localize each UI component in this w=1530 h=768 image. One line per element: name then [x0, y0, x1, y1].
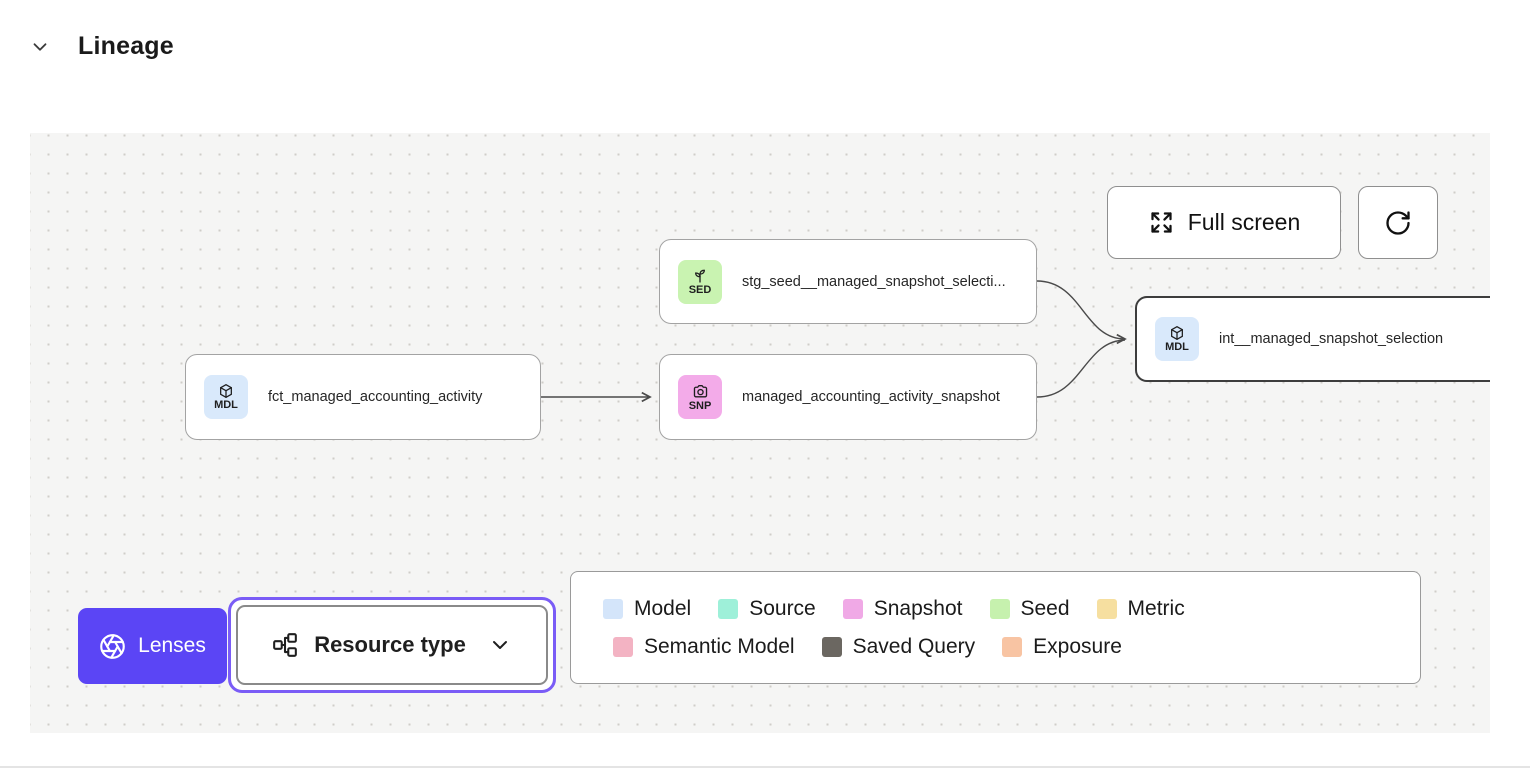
legend-item-seed: Seed	[989, 597, 1070, 621]
legend-panel: Model Source Snapshot Seed Metric	[570, 571, 1421, 684]
chevron-down-icon	[488, 633, 512, 657]
node-stg-seed-managed-snapshot-selection[interactable]: SED stg_seed__managed_snapshot_selecti..…	[659, 239, 1037, 324]
snapshot-swatch	[842, 598, 863, 619]
cube-icon	[220, 384, 232, 398]
seed-badge: SED	[678, 259, 722, 304]
resource-type-dropdown[interactable]: Resource type	[236, 605, 548, 685]
aperture-icon	[100, 633, 125, 659]
node-label: int__managed_snapshot_selection	[1219, 331, 1444, 347]
expand-icon	[1151, 212, 1172, 233]
metric-swatch	[1096, 598, 1117, 619]
saved-query-swatch	[821, 636, 842, 657]
badge-code: MDL	[1165, 341, 1189, 353]
refresh-icon	[1386, 210, 1410, 235]
resource-type-label: Resource type	[314, 632, 466, 657]
exposure-swatch	[1002, 636, 1023, 657]
lineage-canvas[interactable]: Full screen SED stg_seed__managed_snapsh…	[30, 133, 1490, 733]
legend-item-model: Model	[603, 597, 691, 621]
node-fct-managed-accounting-activity[interactable]: MDL fct_managed_accounting_activity	[185, 354, 541, 440]
badge-code: SED	[688, 283, 712, 296]
lenses-label: Lenses	[138, 634, 206, 657]
page-title: Lineage	[78, 32, 174, 60]
bottom-divider	[0, 766, 1530, 768]
legend-item-snapshot: Snapshot	[842, 597, 963, 621]
legend-item-saved-query: Saved Query	[821, 635, 975, 659]
model-badge: MDL	[204, 375, 248, 419]
badge-code: MDL	[214, 399, 238, 411]
node-label: stg_seed__managed_snapshot_selecti...	[742, 273, 1006, 290]
node-int-managed-snapshot-selection[interactable]: MDL int__managed_snapshot_selection	[1135, 296, 1490, 382]
lineage-section-header: Lineage	[28, 32, 174, 61]
sprout-icon	[695, 269, 705, 283]
legend-item-metric: Metric	[1096, 597, 1185, 621]
legend-item-exposure: Exposure	[1002, 635, 1122, 659]
cube-icon	[1171, 326, 1183, 340]
hierarchy-icon	[273, 633, 298, 657]
node-label: managed_accounting_activity_snapshot	[742, 389, 1000, 405]
camera-icon	[693, 384, 707, 397]
badge-code: SNP	[688, 399, 712, 412]
lenses-button[interactable]: Lenses	[78, 608, 227, 684]
model-badge: MDL	[1155, 317, 1199, 361]
legend-item-semantic-model: Semantic Model	[613, 635, 795, 659]
node-managed-accounting-activity-snapshot[interactable]: SNP managed_accounting_activity_snapshot	[659, 354, 1037, 440]
source-swatch	[718, 598, 739, 619]
collapse-chevron-icon[interactable]	[28, 35, 52, 59]
legend-row-1: Model Source Snapshot Seed Metric	[603, 597, 1420, 621]
node-label: fct_managed_accounting_activity	[268, 389, 483, 405]
full-screen-label: Full screen	[1187, 209, 1301, 235]
full-screen-button[interactable]: Full screen	[1107, 186, 1341, 259]
legend-item-source: Source	[718, 597, 816, 621]
snapshot-badge: SNP	[678, 375, 722, 419]
semantic-model-swatch	[613, 636, 633, 657]
legend-row-2: Semantic Model Saved Query Exposure	[603, 635, 1420, 659]
seed-swatch	[989, 598, 1010, 619]
model-swatch	[603, 598, 623, 619]
refresh-button[interactable]	[1358, 186, 1438, 259]
resource-type-focus-ring: Resource type	[228, 597, 556, 693]
